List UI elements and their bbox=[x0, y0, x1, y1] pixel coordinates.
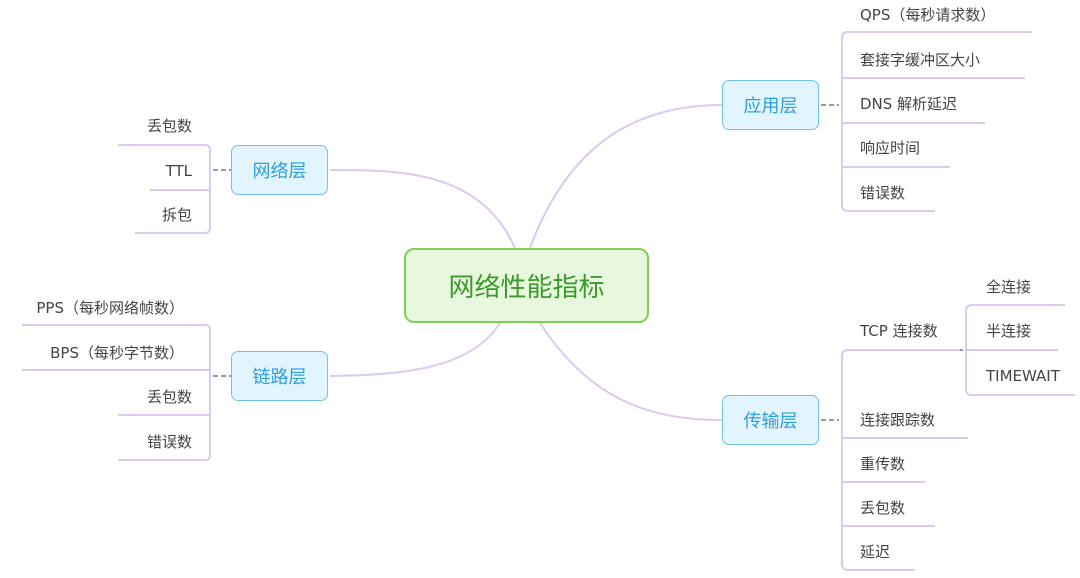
leaf-link-bps[interactable]: BPS（每秒字节数） bbox=[50, 344, 184, 362]
central-topic[interactable]: 网络性能指标 bbox=[404, 248, 649, 323]
leaf-trans-retransmits[interactable]: 重传数 bbox=[860, 455, 906, 473]
leaf-trans-conntrack[interactable]: 连接跟踪数 bbox=[860, 411, 936, 429]
leaf-trans-drop[interactable]: 丢包数 bbox=[860, 499, 906, 517]
leaf-network-ttl[interactable]: TTL bbox=[165, 162, 192, 180]
bracket-link bbox=[22, 324, 211, 461]
leaf-app-socket-buffer[interactable]: 套接字缓冲区大小 bbox=[860, 51, 981, 69]
branch-network-layer[interactable]: 网络层 bbox=[231, 145, 328, 195]
leaf-network-drop[interactable]: 丢包数 bbox=[146, 117, 192, 135]
leaf-trans-latency[interactable]: 延迟 bbox=[860, 543, 891, 561]
leaf-app-errors[interactable]: 错误数 bbox=[860, 184, 906, 202]
connector-to-transport bbox=[539, 322, 723, 421]
branch-link-layer[interactable]: 链路层 bbox=[231, 351, 328, 401]
connector-to-application bbox=[529, 104, 723, 249]
leaf-app-dns-latency[interactable]: DNS 解析延迟 bbox=[860, 95, 958, 113]
connector-to-link bbox=[329, 322, 501, 377]
leaf-app-response-time[interactable]: 响应时间 bbox=[860, 139, 921, 157]
bracket-application bbox=[841, 31, 1032, 212]
leaf-app-qps[interactable]: QPS（每秒请求数） bbox=[860, 6, 996, 24]
leaf-tcp-full-connection[interactable]: 全连接 bbox=[986, 278, 1032, 296]
connector-to-network bbox=[329, 169, 516, 249]
bracket-transport bbox=[841, 349, 960, 571]
leaf-link-errors[interactable]: 错误数 bbox=[146, 433, 192, 451]
branch-application-layer[interactable]: 应用层 bbox=[722, 80, 819, 130]
leaf-trans-tcp-connections[interactable]: TCP 连接数 bbox=[860, 322, 938, 340]
leaf-tcp-timewait[interactable]: TIMEWAIT bbox=[986, 367, 1060, 385]
leaf-network-fragment[interactable]: 拆包 bbox=[161, 206, 192, 224]
leaf-link-pps[interactable]: PPS（每秒网络帧数） bbox=[36, 299, 184, 317]
leaf-tcp-half-connection[interactable]: 半连接 bbox=[986, 322, 1032, 340]
leaf-link-drop[interactable]: 丢包数 bbox=[146, 388, 192, 406]
branch-transport-layer[interactable]: 传输层 bbox=[722, 395, 819, 445]
